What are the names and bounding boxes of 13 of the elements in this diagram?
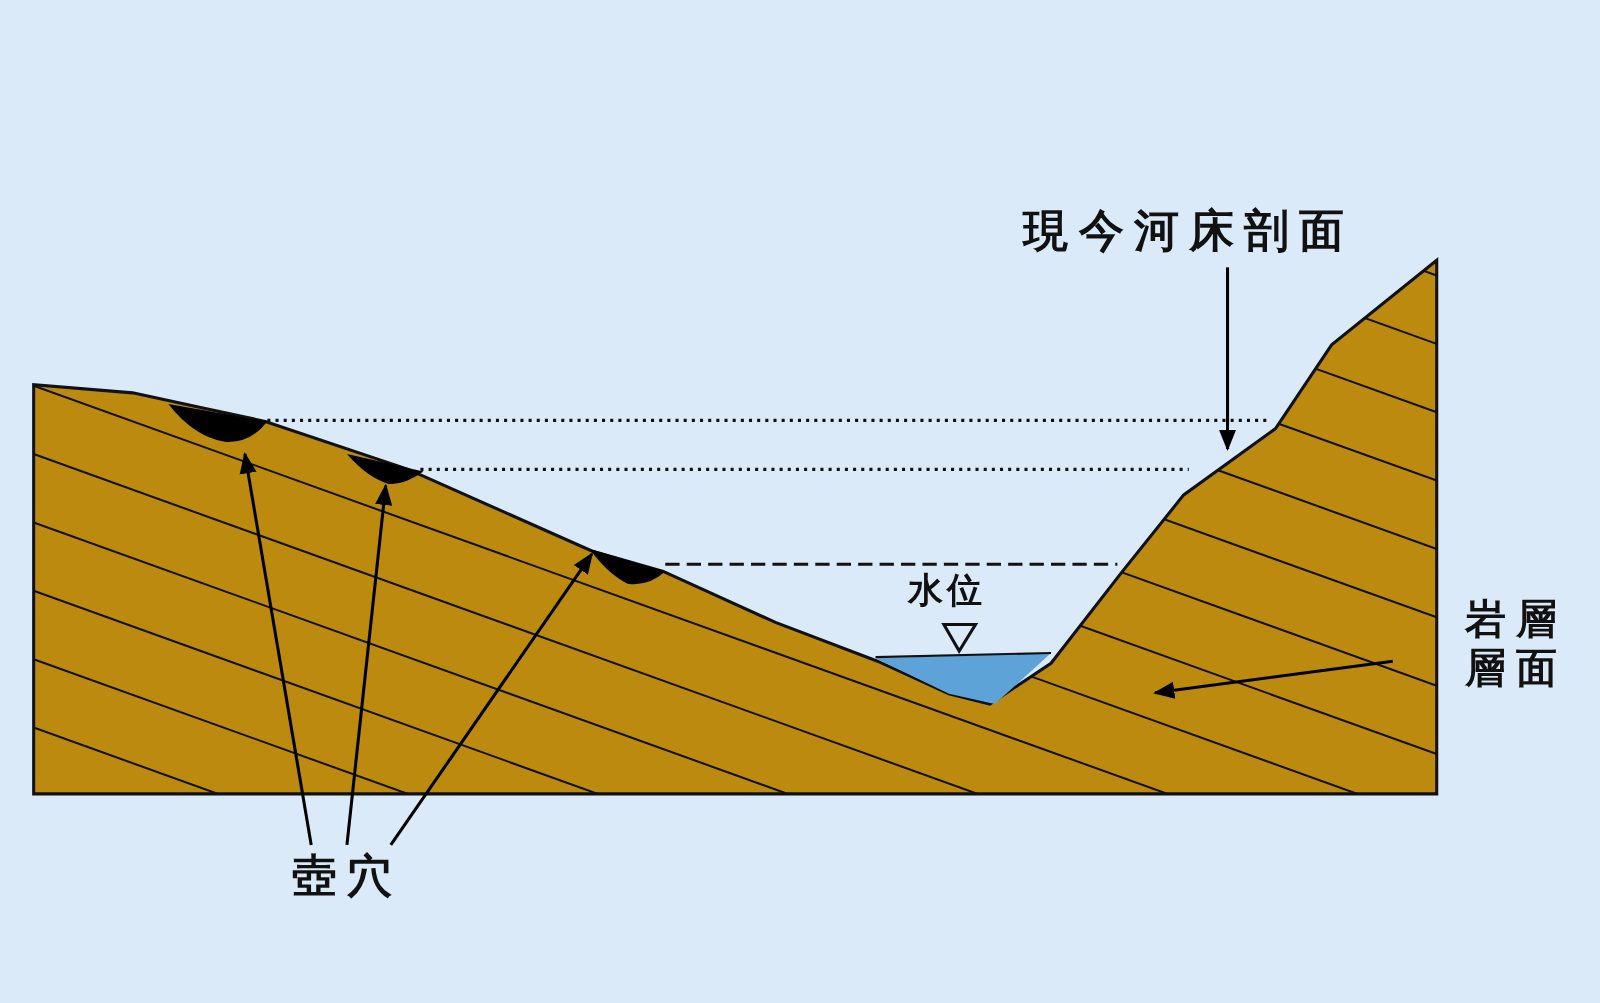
callout-label: 壺穴 [291,848,425,903]
callout-label: 岩層層面 [1465,593,1588,692]
leader-arrow [345,483,393,846]
callout-label: 現今河床剖面 [1023,204,1412,258]
pothole-shape [168,404,268,442]
leader-arrow [1218,267,1237,452]
water-area [875,652,1052,705]
leader-arrow [389,552,594,846]
leader-arrow [1152,659,1394,699]
pothole-shape [589,549,666,585]
pothole-shape [346,454,424,484]
leader-arrow [239,451,313,846]
water-level-label: 水位 [908,569,986,611]
